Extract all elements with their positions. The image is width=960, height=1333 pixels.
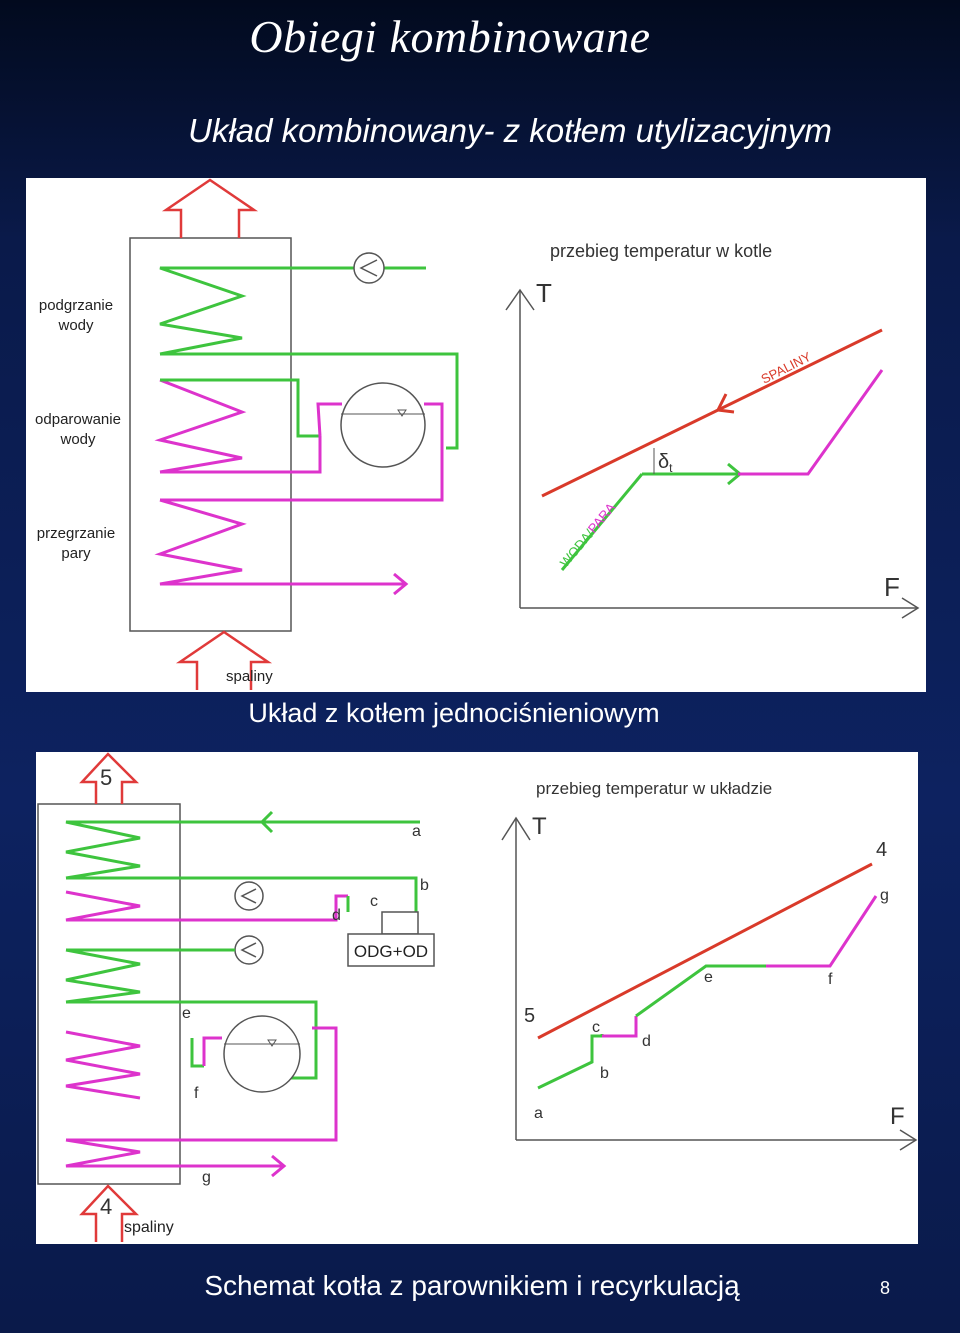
- label-state-5: 5: [100, 765, 112, 790]
- recirc-coil: [65, 890, 348, 922]
- label-flue-gas: spaliny: [226, 668, 273, 685]
- chart-1-axis-f: F: [884, 572, 900, 602]
- label-preheat-2: wody: [57, 317, 94, 334]
- exhaust-in-arrow-2: [79, 1184, 140, 1242]
- pump-arrow-icon: [359, 259, 378, 277]
- label-flue-gas-2: spaliny: [124, 1219, 174, 1236]
- pump-2-arrow-icon: [240, 942, 257, 958]
- label-evaporate-1: odparowanie: [35, 411, 121, 428]
- chart-1-title: przebieg temperatur w kotle: [550, 241, 772, 261]
- deaerator-label: ODG+OD: [354, 942, 428, 961]
- water-label: WODA/: [557, 526, 597, 570]
- evaporator-return: [160, 436, 322, 474]
- superheat-line: [738, 369, 884, 476]
- steam-out-arrow: [393, 572, 409, 596]
- pump-1-arrow-icon: [240, 888, 257, 904]
- downcomer-line: [160, 378, 320, 438]
- feed-direction-arrow: [259, 810, 274, 834]
- flue-gas-line: [541, 328, 883, 498]
- water-heating-line: [560, 473, 644, 571]
- flue-gas-line-2: [537, 862, 873, 1040]
- boiler-casing-2: [37, 803, 181, 1185]
- chart-2-label-b: b: [600, 1065, 609, 1082]
- downcomer-2: [190, 1038, 204, 1068]
- label-evaporate-2: wody: [59, 431, 96, 448]
- chart-2-label-g: g: [880, 887, 889, 904]
- label-state-4: 4: [100, 1194, 112, 1219]
- recirc-line-c-d: [602, 1016, 638, 1038]
- superheater-coil: [154, 498, 406, 586]
- steam-out-arrow-2: [271, 1154, 287, 1178]
- diagram-1-svg: podgrzanie wody odparowanie wody przegrz…: [35, 178, 920, 690]
- economizer-coil: [159, 266, 426, 356]
- steam-drum: [340, 382, 426, 468]
- steam-line-2: [66, 1026, 338, 1142]
- pump-1-icon: [234, 881, 264, 911]
- feed-line: [160, 352, 459, 450]
- chart-2-y-arrow: [501, 816, 531, 841]
- slide-title: Obiegi kombinowane: [249, 11, 651, 62]
- deaerator-vessel: [381, 911, 419, 935]
- exhaust-in-arrow: [175, 630, 273, 690]
- level-marker-icon: [397, 409, 407, 417]
- boiler-casing: [129, 237, 292, 632]
- flue-gas-direction-arrow: [715, 393, 735, 414]
- page-number: 8: [880, 1278, 891, 1298]
- chart-2-label-d: d: [642, 1033, 651, 1050]
- point-g-label: g: [202, 1169, 211, 1186]
- steam-drum-2: [223, 1015, 301, 1093]
- diagram-single-pressure-boiler: 5 4 spaliny ODG+OD a b: [36, 752, 918, 1244]
- chart-2-axis-t: T: [532, 813, 547, 840]
- steam-label: PARA: [585, 500, 619, 536]
- chart-2-label-f: f: [828, 971, 833, 988]
- caption-recirculation: Schemat kotła z parownikiem i recyrkulac…: [204, 1270, 740, 1301]
- diagram-2-svg: 5 4 spaliny ODG+OD a b: [37, 752, 918, 1242]
- diagram-utilization-boiler: podgrzanie wody odparowanie wody przegrz…: [26, 178, 926, 692]
- chart-1-x-arrow: [901, 597, 920, 619]
- pump-2-icon: [234, 935, 264, 965]
- point-a-label: a: [412, 823, 421, 840]
- point-d-label: d: [332, 907, 341, 924]
- chart-2-label-a: a: [534, 1105, 543, 1122]
- label-preheat-1: podgrzanie: [39, 297, 113, 314]
- level-marker-2-icon: [267, 1039, 277, 1047]
- deaerator-box: [347, 933, 435, 967]
- economizer-coil-1: [65, 820, 420, 880]
- exhaust-out-arrow-2: [79, 752, 140, 804]
- point-e-label: e: [182, 1005, 191, 1022]
- point-b-label: b: [420, 877, 429, 894]
- line-b: [66, 876, 418, 912]
- chart-2-axis-f: F: [890, 1103, 905, 1130]
- riser-line: [316, 402, 342, 437]
- riser-2: [202, 1036, 222, 1066]
- label-superheat-2: pary: [61, 545, 91, 562]
- evaporator-coil-2: [65, 1030, 141, 1100]
- exhaust-out-arrow: [161, 178, 259, 238]
- caption-single-pressure: Układ z kotłem jednociśnieniowym: [248, 698, 660, 728]
- water-line-a-b: [537, 1034, 604, 1090]
- chart-1-axis-t: T: [536, 278, 552, 308]
- pinch-label: δt: [658, 451, 673, 475]
- pump-icon: [353, 252, 385, 284]
- water-line-d-e: [635, 964, 766, 1018]
- line-e: [66, 1000, 318, 1080]
- economizer-coil-2: [65, 948, 141, 1004]
- chart-2-title: przebieg temperatur w układzie: [536, 779, 772, 798]
- chart-1-y-arrow: [505, 288, 535, 311]
- chart-2-x-arrow: [899, 1129, 918, 1151]
- point-c-label: c: [370, 893, 378, 910]
- steam-line-e-g: [766, 895, 878, 968]
- chart-2-label-e: e: [704, 969, 713, 986]
- steam-line: [160, 402, 444, 502]
- slide-subtitle: Układ kombinowany- z kotłem utylizacyjny…: [188, 112, 832, 149]
- evaporator-coil: [154, 378, 247, 474]
- chart-2-label-c: c: [592, 1019, 600, 1036]
- label-superheat-1: przegrzanie: [37, 525, 115, 542]
- chart-2-label-4: 4: [876, 839, 887, 861]
- point-f-label: f: [194, 1085, 199, 1102]
- chart-2-label-5: 5: [524, 1005, 535, 1027]
- superheater-coil-2: [65, 1138, 284, 1168]
